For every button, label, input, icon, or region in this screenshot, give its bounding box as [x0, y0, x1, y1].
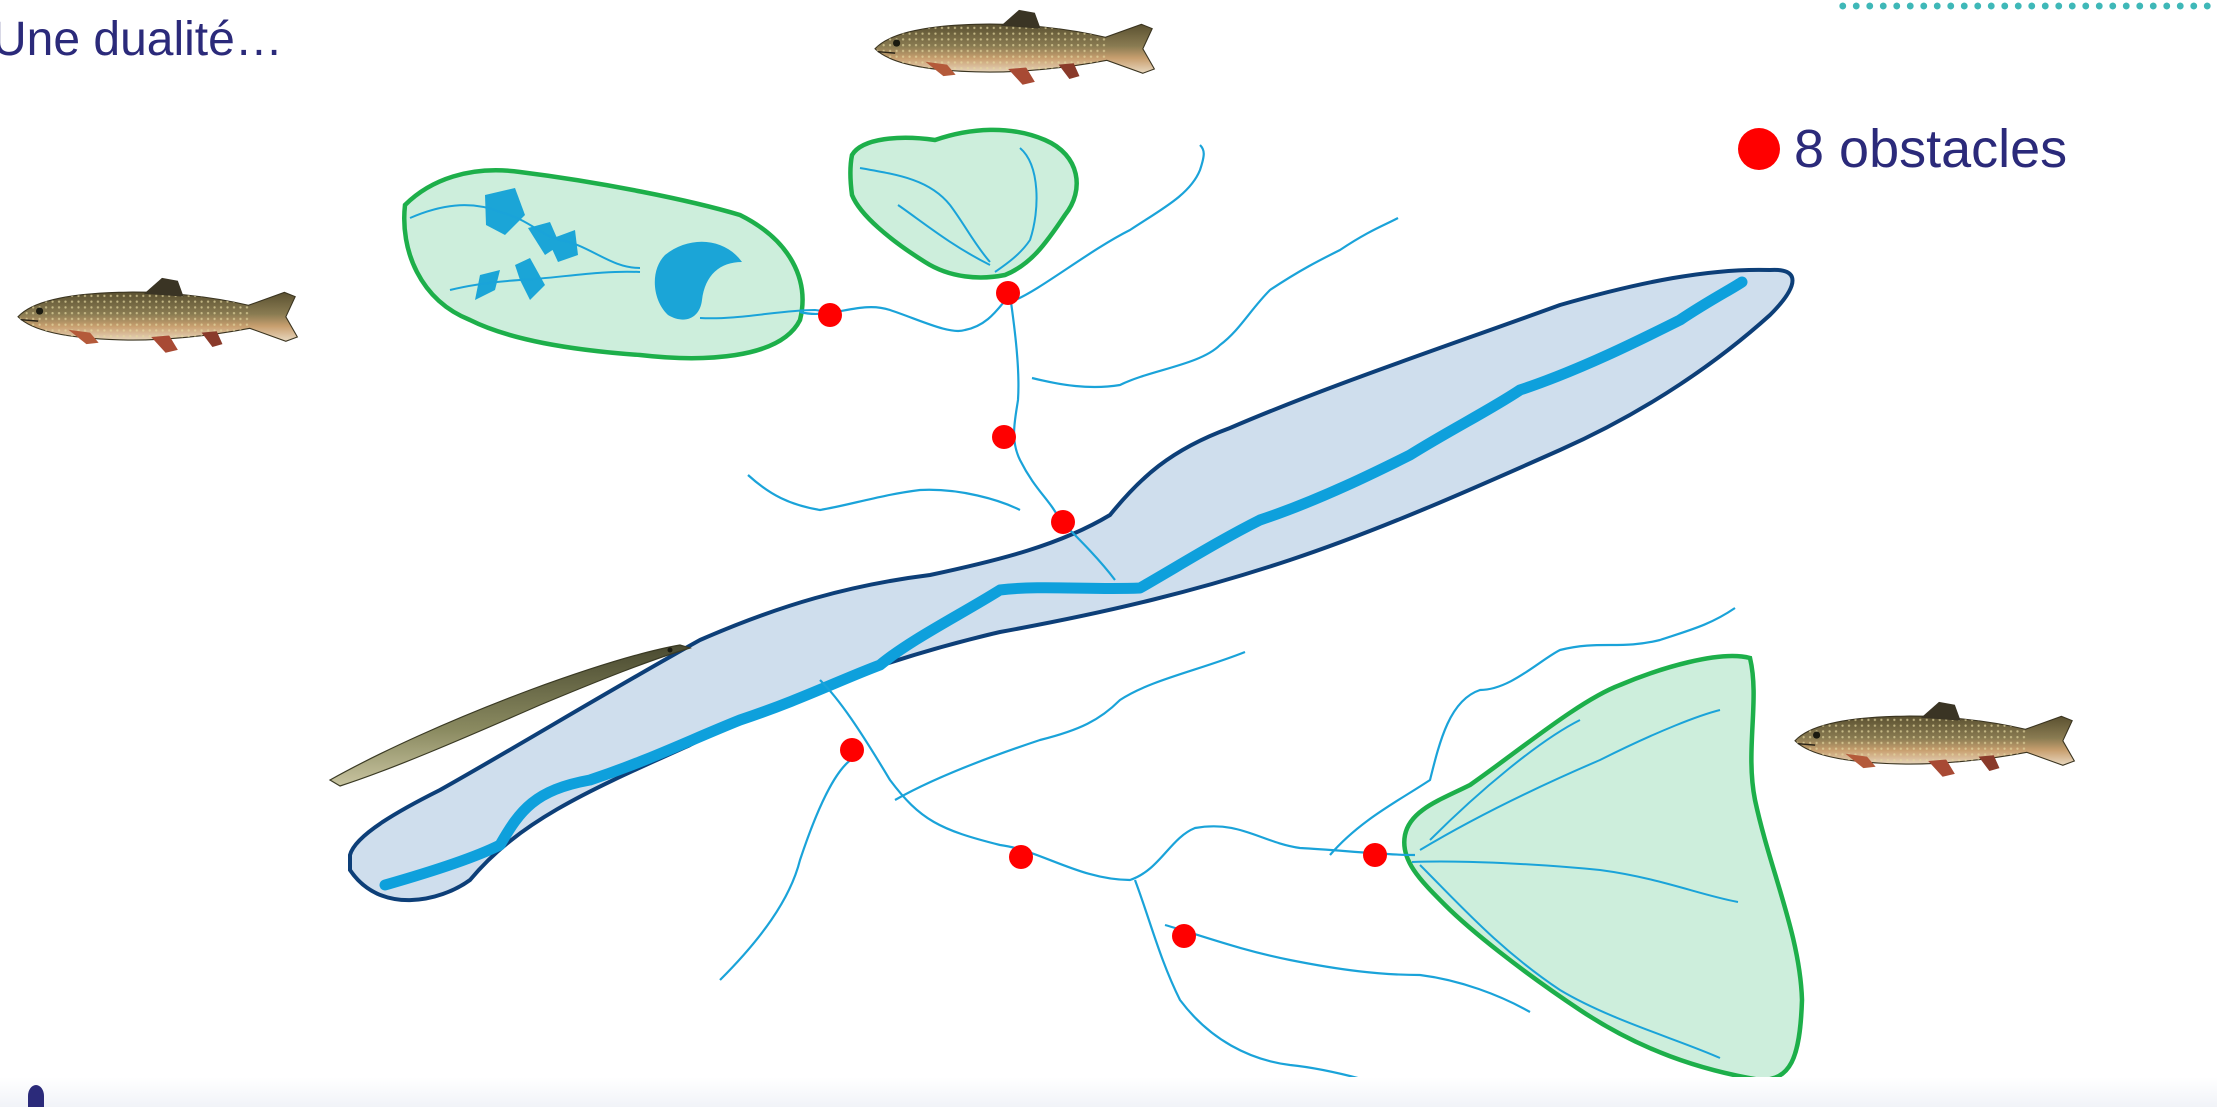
trout-icon — [875, 10, 1154, 85]
obstacle-marker — [1051, 510, 1075, 534]
obstacle-marker — [840, 738, 864, 762]
footer-band — [0, 1077, 2217, 1107]
obstacle-marker — [1009, 845, 1033, 869]
headwater-zone-left — [404, 170, 802, 358]
obstacle-marker — [818, 303, 842, 327]
trout-icon — [1795, 702, 2074, 777]
trout-icon — [18, 278, 297, 353]
obstacle-marker — [992, 425, 1016, 449]
obstacle-marker — [1363, 843, 1387, 867]
headwater-zone-right — [1404, 656, 1802, 1080]
headwater-zone-top — [851, 130, 1077, 278]
logo-mark — [28, 1085, 44, 1107]
obstacle-marker — [1172, 924, 1196, 948]
obstacle-marker — [996, 281, 1020, 305]
